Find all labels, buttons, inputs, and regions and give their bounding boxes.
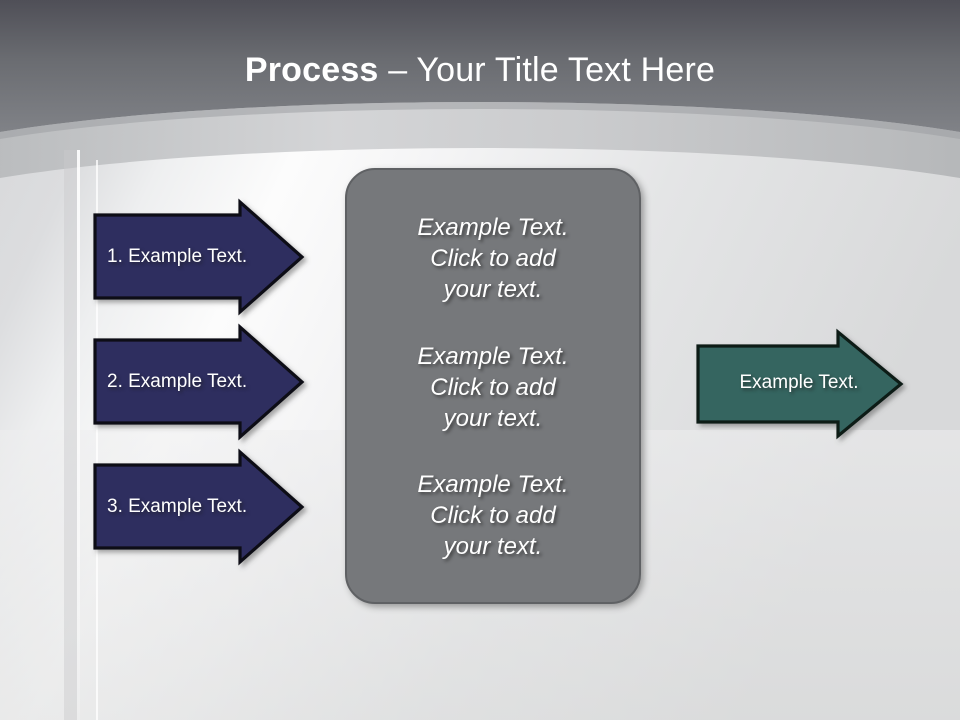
header-edge-highlight xyxy=(0,102,960,139)
slide-title-rest: – Your Title Text Here xyxy=(378,51,716,89)
center-box-line-2b: Click to add xyxy=(430,373,556,401)
center-box-line-2c: your text. xyxy=(443,404,543,432)
output-arrow[interactable]: Example Text. xyxy=(696,328,908,440)
input-arrow-2-shape xyxy=(93,323,305,441)
input-arrow-3[interactable]: 3. Example Text. xyxy=(93,448,305,566)
center-box-line-1b: Click to add xyxy=(430,245,556,272)
center-box-text-block-2: Example Text. Click to add your text. xyxy=(367,341,619,434)
header-band xyxy=(0,0,960,132)
center-box-text-block-1: Example Text. Click to add your text. xyxy=(367,212,619,305)
input-arrow-2[interactable]: 2. Example Text. xyxy=(93,323,305,441)
center-box-line-3a: Example Text. xyxy=(417,471,569,498)
center-box-line-1a: Example Text. xyxy=(417,214,569,241)
input-arrow-1-shape xyxy=(93,198,305,316)
center-box-text-block-3: Example Text. Click to add your text. xyxy=(367,469,619,562)
output-arrow-shape xyxy=(696,328,904,440)
slide-title-bold: Process xyxy=(244,51,379,89)
left-accent-shade xyxy=(64,150,77,720)
center-box-line-2a: Example Text. xyxy=(417,342,569,370)
center-box-line-1c: your text. xyxy=(443,276,543,303)
background-curve-band xyxy=(0,102,960,178)
center-box-line-3b: Click to add xyxy=(430,502,556,529)
input-arrow-3-shape xyxy=(93,448,305,566)
left-accent-line-white xyxy=(96,160,98,720)
center-box-line-3c: your text. xyxy=(443,533,543,560)
input-arrow-1[interactable]: 1. Example Text. xyxy=(93,198,305,316)
slide-title: Process – Your Title Text Here xyxy=(0,48,960,92)
left-accent-line-light xyxy=(77,150,80,720)
center-process-box[interactable]: Example Text. Click to add your text. Ex… xyxy=(345,168,641,604)
